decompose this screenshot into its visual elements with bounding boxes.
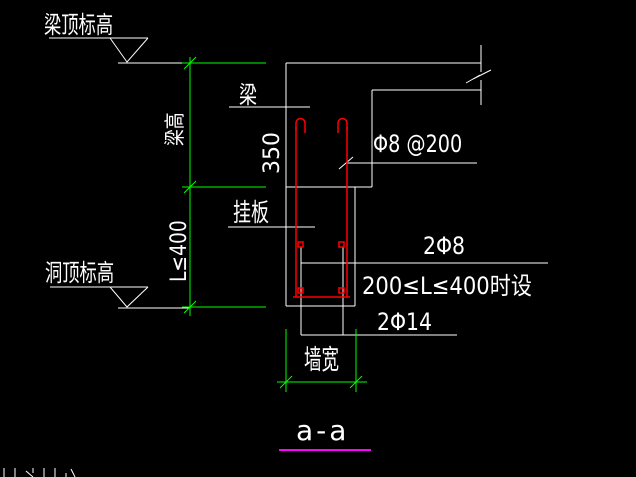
stirrup-annotation: Φ8 @200 (373, 131, 462, 159)
dimension-tick (349, 375, 363, 389)
dimension-tick (183, 180, 197, 194)
leader-lines (228, 106, 548, 336)
elevation-marker-bottom (50, 286, 190, 309)
hole-top-elevation-label: 洞顶标高 (45, 259, 114, 287)
clipped-text-fragment (3, 468, 76, 477)
rebar-dot-bottom-left (297, 287, 304, 294)
beam-top-elevation-label: 梁顶标高 (44, 11, 113, 39)
stirrup-leader-arrow-tick (338, 156, 354, 170)
structure-outline (285, 45, 492, 307)
wall-width-label: 墙宽 (304, 345, 339, 376)
rebar-dot-bottom-right (338, 287, 345, 294)
stirrup-left-hook-icon (295, 117, 306, 133)
dimension-lines (182, 56, 367, 392)
elevation-triangle-icon (109, 37, 149, 63)
dimension-tick (183, 56, 197, 70)
section-title: a-a (296, 414, 349, 447)
rebar-dot-top-right (338, 241, 345, 248)
rebar-lines (293, 117, 350, 298)
condition-note: 200≤L≤400时设 (362, 273, 532, 301)
dimension-tick (183, 300, 197, 314)
top-bars-annotation: 2Φ8 (423, 232, 465, 260)
elevation-marker-top (49, 37, 197, 64)
break-zigzag-icon (465, 69, 492, 84)
stirrup-right-hook-icon (337, 117, 348, 133)
beam-height-label: 梁高 (163, 112, 187, 146)
panel-length-limit-dimension: L≤400 (166, 220, 192, 282)
beam-label: 梁 (239, 82, 257, 110)
rebar-dot-top-left (297, 241, 304, 248)
beam-height-dimension-value: 350 (260, 132, 285, 174)
bottom-bars-annotation: 2Φ14 (377, 308, 432, 336)
elevation-triangle-icon (109, 286, 149, 308)
dimension-tick (279, 375, 293, 389)
hanging-panel-label: 挂板 (233, 199, 269, 228)
